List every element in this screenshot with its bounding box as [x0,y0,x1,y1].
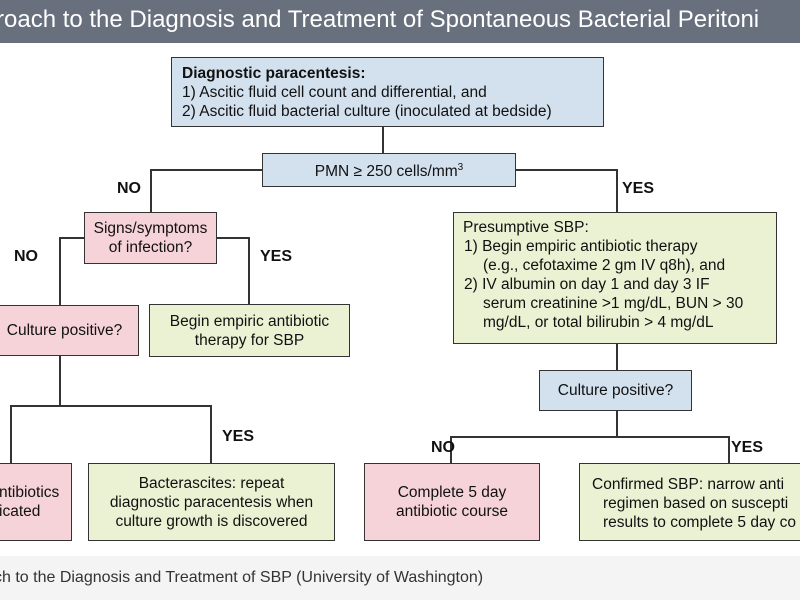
figure-caption: ch to the Diagnosis and Treatment of SBP… [0,569,484,586]
title-bar: roach to the Diagnosis and Treatment of … [0,0,800,43]
culture-left-yes-label: YES [222,428,255,445]
connector [728,436,730,464]
signs-line-2: of infection? [108,239,193,256]
paracentesis-item-2: 2) Ascitic fluid bacterial culture (inoc… [182,103,552,120]
diagnostic-paracentesis-box: Diagnostic paracentesis: 1) Ascitic flui… [171,57,604,127]
culture-left-text: Culture positive? [6,322,123,339]
culture-right-text: Culture positive? [557,382,674,399]
signs-line-1: Signs/symptoms [93,220,208,237]
connector [150,169,263,171]
connector [515,169,618,171]
culture-positive-left-box: Culture positive? [0,305,139,356]
bacterascites-line-3: culture growth is discovered [115,512,308,530]
culture-positive-right-box: Culture positive? [539,370,692,411]
confirmed-line-2: regimen based on suscepti [603,495,789,512]
presumptive-sbp-box: Presumptive SBP: 1) Begin empiric antibi… [453,212,777,344]
connector [59,356,61,406]
presumptive-item-1b: (e.g., cefotaxime 2 gm IV q8h), and [483,257,726,274]
connector [59,237,61,305]
pmn-label: PMN ≥ 250 cells/mm [314,163,458,181]
culture-right-no-label: NO [431,439,455,456]
empiric-antibiotic-left-box: Begin empiric antibiotic therapy for SBP [149,304,350,357]
paracentesis-heading: Diagnostic paracentesis: [182,65,366,82]
pmn-no-label: NO [117,180,141,197]
connector [10,405,212,407]
confirmed-line-1: Confirmed SBP: narrow anti [592,476,785,493]
presumptive-item-2b: serum creatinine >1 mg/dL, BUN > 30 [483,295,744,312]
culture-right-yes-label: YES [731,439,764,456]
complete-course-line-1: Complete 5 day [397,484,507,501]
signs-symptoms-box: Signs/symptoms of infection? [84,212,217,264]
bacterascites-line-1: Bacterascites: repeat [138,474,285,492]
no-antibiotics-box: ntibiotics icated [0,463,72,541]
connector [248,237,250,304]
no-antibiotics-line-1: ntibiotics [0,484,60,501]
bacterascites-line-2: diagnostic paracentesis when [109,493,314,511]
connector [10,405,12,463]
connector [450,436,452,464]
connector [382,127,384,153]
connector [616,169,618,212]
presumptive-heading: Presumptive SBP: [463,219,589,236]
empiric-left-line-1: Begin empiric antibiotic [169,312,330,330]
signs-yes-label: YES [260,248,293,265]
diagram-title: roach to the Diagnosis and Treatment of … [0,6,760,33]
connector [616,344,618,370]
presumptive-item-2a: 2) IV albumin on day 1 and day 3 IF [464,276,710,293]
complete-course-box: Complete 5 day antibiotic course [364,463,540,541]
pmn-text: PMN ≥ 250 cells/mm3 [263,158,515,181]
paracentesis-item-1: 1) Ascitic fluid cell count and differen… [182,84,487,101]
confirmed-line-3: results to complete 5 day co [603,514,796,531]
connector [210,405,212,463]
connector [450,436,730,438]
signs-no-label: NO [14,248,38,265]
no-antibiotics-line-2: icated [0,503,41,520]
complete-course-line-2: antibiotic course [395,503,508,520]
empiric-left-line-2: therapy for SBP [194,331,305,349]
connector [59,237,85,239]
caption-strip [0,556,800,600]
connector [150,169,152,212]
pmn-unit-exponent: 3 [457,162,464,174]
pmn-yes-label: YES [622,180,655,197]
presumptive-item-2c: mg/dL, or total bilirubin > 4 mg/dL [483,314,714,331]
connector [616,411,618,437]
pmn-box: PMN ≥ 250 cells/mm3 [262,153,516,187]
presumptive-item-1a: 1) Begin empiric antibiotic therapy [464,238,698,255]
confirmed-sbp-box: Confirmed SBP: narrow anti regimen based… [579,463,800,541]
bacterascites-box: Bacterascites: repeat diagnostic paracen… [88,463,335,541]
connector [216,237,250,239]
